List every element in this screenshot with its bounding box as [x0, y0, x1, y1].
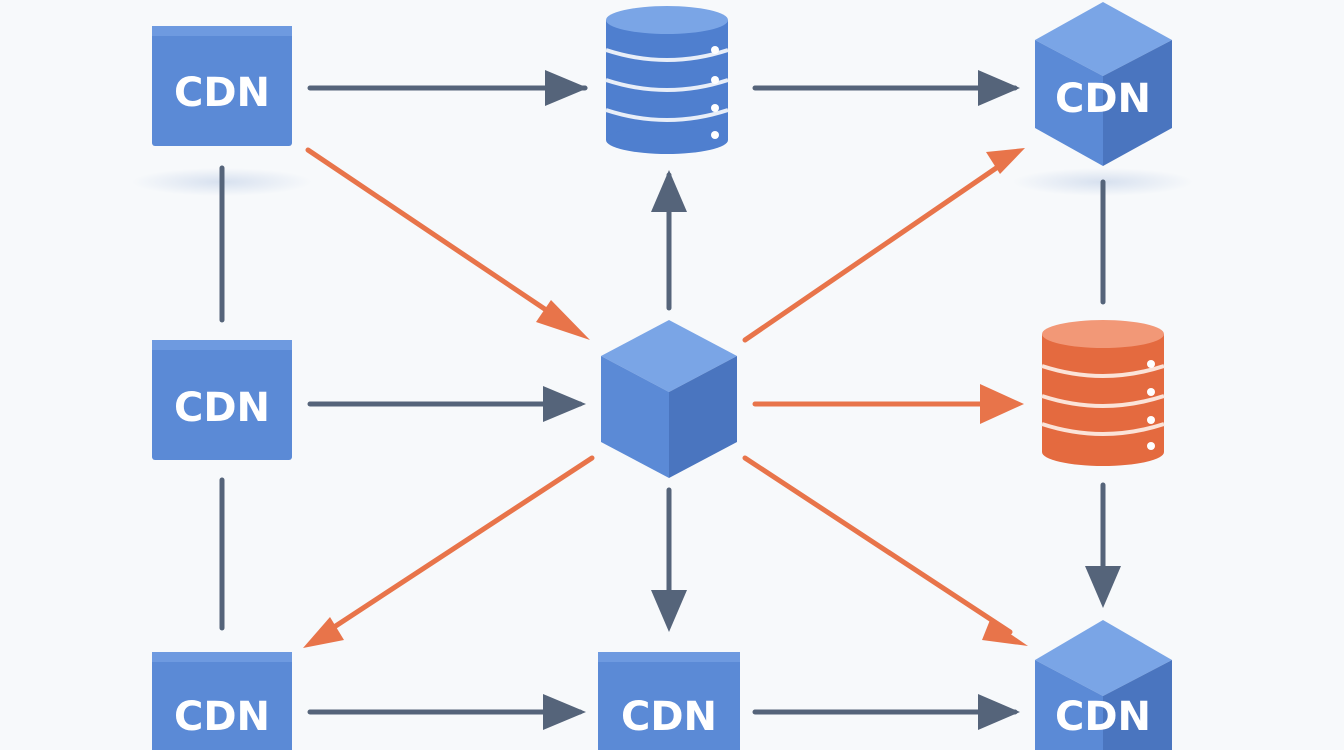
cdn-label: CDN — [1055, 76, 1151, 122]
database-icon-top-center[interactable] — [605, 6, 729, 154]
edge-cube-center-to-cdn-bottom-left — [303, 455, 595, 648]
cdn-node-bottom-center[interactable]: CDN — [598, 652, 740, 750]
cdn-label: CDN — [174, 70, 270, 116]
cdn-label: CDN — [174, 385, 270, 431]
edge-cube-center-to-cdn-bottom-center — [651, 487, 687, 632]
edge-db-mid-right-to-cdn-bottom-right — [1085, 482, 1121, 608]
edge-cube-center-to-db-top-center — [651, 170, 687, 311]
edge-cdn-bottom-left-to-cdn-bottom-center — [307, 694, 586, 730]
cdn-label: CDN — [1055, 694, 1151, 740]
edge-cdn-bottom-center-to-cdn-bottom-right — [752, 694, 1020, 730]
cdn-label: CDN — [621, 694, 717, 740]
cdn-node-bottom-left[interactable]: CDN — [152, 652, 292, 750]
edge-cdn-top-left-to-db-top-center — [307, 70, 588, 106]
edge-cdn-top-left-to-cube-center — [305, 147, 590, 340]
cdn-cube-top-right[interactable]: CDN — [1035, 2, 1172, 166]
edge-cdn-mid-left-to-cube-center — [307, 386, 586, 422]
edge-db-top-center-to-cdn-top-right — [752, 70, 1020, 106]
cdn-node-mid-left[interactable]: CDN — [152, 340, 292, 460]
database-icon-mid-right[interactable] — [1041, 320, 1165, 466]
edge-cube-center-to-cdn-bottom-right — [742, 455, 1028, 646]
edge-cube-center-to-cdn-top-right — [742, 148, 1025, 343]
cdn-label: CDN — [174, 694, 270, 740]
cube-icon-center[interactable] — [601, 320, 737, 478]
cdn-cube-bottom-right[interactable]: CDN — [1035, 620, 1172, 750]
edge-cube-center-to-db-mid-right — [752, 384, 1024, 424]
cdn-node-top-left[interactable]: CDN — [152, 26, 292, 146]
